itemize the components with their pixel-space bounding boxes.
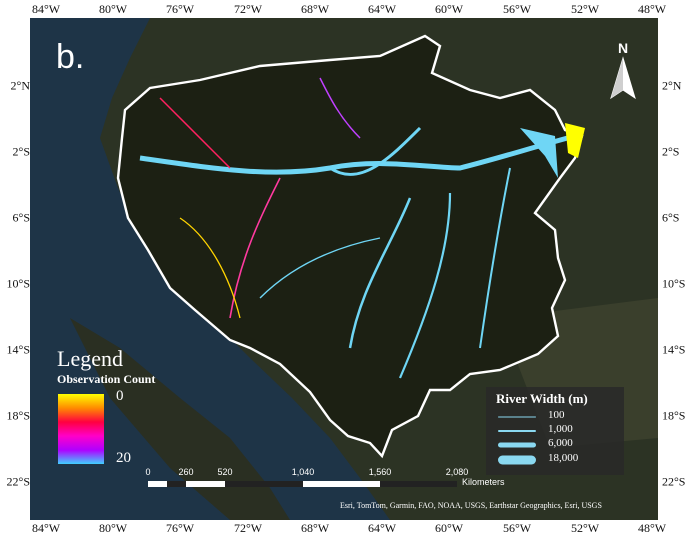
lat-label-left: 10°S bbox=[6, 276, 30, 291]
width-row: 100 bbox=[498, 409, 618, 423]
scale-segment bbox=[380, 481, 457, 487]
lat-label-right: 2°S bbox=[662, 144, 680, 159]
lat-label-right: 10°S bbox=[662, 276, 686, 291]
estuary bbox=[565, 123, 585, 158]
width-label: 100 bbox=[548, 409, 565, 421]
lon-label-top: 60°W bbox=[434, 2, 464, 16]
lat-label-left: 14°S bbox=[6, 342, 30, 357]
width-sample-line bbox=[498, 455, 536, 465]
lon-label-top: 84°W bbox=[31, 2, 61, 16]
river-network bbox=[139, 77, 585, 379]
river-width-legend: River Width (m) 100 1,000 6,000 18,000 bbox=[486, 387, 624, 475]
scale-label: 1,040 bbox=[291, 467, 315, 477]
width-label: 18,000 bbox=[548, 452, 579, 464]
lat-label-left: 6°S bbox=[12, 210, 30, 225]
lat-label-left: 18°S bbox=[6, 408, 30, 423]
main-river bbox=[139, 133, 576, 175]
observation-color-ramp bbox=[58, 394, 104, 464]
lon-label-bottom: 72°W bbox=[233, 521, 263, 535]
scale-bar-segments bbox=[148, 481, 458, 487]
lon-label-top: 68°W bbox=[300, 2, 330, 16]
map-attribution: Esri, TomTom, Garmin, FAO, NOAA, USGS, E… bbox=[340, 501, 602, 510]
scale-segment bbox=[186, 481, 225, 487]
lat-label-right: 22°S bbox=[662, 474, 686, 489]
lon-label-top: 56°W bbox=[502, 2, 532, 16]
river-branch bbox=[398, 192, 452, 379]
lon-label-bottom: 48°W bbox=[637, 521, 667, 535]
legend-subtitle: Observation Count bbox=[57, 372, 156, 386]
river-branch bbox=[329, 126, 422, 176]
lat-label-right: 6°S bbox=[662, 210, 680, 225]
width-sample-line bbox=[498, 416, 536, 418]
lon-label-top: 48°W bbox=[637, 2, 667, 16]
lat-label-right: 2°N bbox=[662, 78, 682, 93]
lon-label-bottom: 56°W bbox=[502, 521, 532, 535]
width-row: 1,000 bbox=[498, 423, 618, 437]
scale-label: 2,080 bbox=[445, 467, 469, 477]
width-label: 1,000 bbox=[548, 423, 573, 435]
ramp-bottom-label: 20 bbox=[116, 450, 131, 466]
north-letter: N bbox=[617, 40, 629, 56]
north-arrow-icon bbox=[610, 56, 636, 100]
scale-label: 0 bbox=[145, 467, 151, 477]
lon-label-bottom: 64°W bbox=[367, 521, 397, 535]
scale-bar: 0 260 520 1,040 1,560 2,080 Kilometers bbox=[145, 467, 505, 491]
width-label: 6,000 bbox=[548, 437, 573, 449]
lon-label-bottom: 80°W bbox=[98, 521, 128, 535]
width-sample-line bbox=[498, 430, 536, 432]
width-row: 6,000 bbox=[498, 437, 618, 451]
river-branch bbox=[179, 217, 241, 319]
lon-label-bottom: 84°W bbox=[31, 521, 61, 535]
width-row: 18,000 bbox=[498, 452, 618, 466]
river-branch bbox=[259, 237, 381, 299]
river-branch bbox=[319, 77, 361, 139]
lon-label-bottom: 52°W bbox=[570, 521, 600, 535]
scale-unit: Kilometers bbox=[462, 477, 505, 487]
panel-label: b. bbox=[56, 38, 85, 76]
lon-label-bottom: 60°W bbox=[434, 521, 464, 535]
scale-label: 520 bbox=[217, 467, 233, 477]
width-sample-line bbox=[498, 442, 536, 448]
lon-label-bottom: 76°W bbox=[165, 521, 195, 535]
lon-label-top: 64°W bbox=[367, 2, 397, 16]
lat-label-right: 14°S bbox=[662, 342, 686, 357]
scale-segment bbox=[303, 481, 380, 487]
ramp-top-label: 0 bbox=[116, 388, 124, 404]
lon-label-top: 52°W bbox=[570, 2, 600, 16]
scale-segment bbox=[225, 481, 303, 487]
scale-label: 1,560 bbox=[368, 467, 392, 477]
river-branch bbox=[479, 167, 511, 349]
lat-label-left: 2°N bbox=[10, 78, 30, 93]
lon-label-top: 76°W bbox=[165, 2, 195, 16]
legend-title: Legend bbox=[57, 346, 123, 371]
lon-label-top: 72°W bbox=[233, 2, 263, 16]
river-branch bbox=[348, 197, 412, 349]
scale-segment bbox=[148, 481, 167, 487]
river-width-title: River Width (m) bbox=[496, 391, 588, 406]
lon-label-top: 80°W bbox=[98, 2, 128, 16]
north-arrow: N bbox=[606, 40, 640, 104]
lat-label-left: 22°S bbox=[6, 474, 30, 489]
river-mouth bbox=[520, 128, 558, 178]
scale-label: 260 bbox=[178, 467, 194, 477]
river-branch bbox=[159, 97, 231, 169]
lat-label-left: 2°S bbox=[12, 144, 30, 159]
lat-label-right: 18°S bbox=[662, 408, 686, 423]
scale-segment bbox=[167, 481, 186, 487]
andes-slope bbox=[70, 318, 290, 520]
lon-label-bottom: 68°W bbox=[300, 521, 330, 535]
